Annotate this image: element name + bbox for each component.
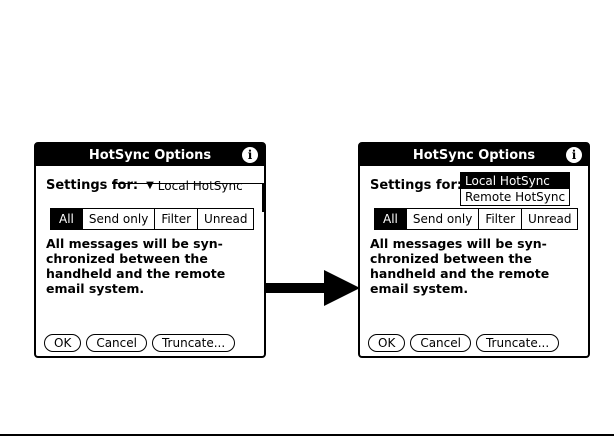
truncate-button[interactable]: Truncate... [151, 334, 236, 352]
dialog-title: HotSync Options [88, 147, 212, 163]
tab-send-only[interactable]: Send only [405, 209, 478, 229]
ok-button[interactable]: OK [368, 334, 406, 352]
tab-send-only[interactable]: Send only [81, 209, 154, 229]
tab-filter[interactable]: Filter [478, 209, 521, 229]
cancel-button[interactable]: Cancel [410, 334, 471, 352]
settings-for-row: Settings for: ▼ Local HotSync [46, 178, 243, 193]
settings-for-label: Settings for: [46, 178, 139, 193]
truncate-button[interactable]: Truncate... [475, 334, 560, 352]
cancel-button[interactable]: Cancel [86, 334, 147, 352]
button-row: OK Cancel Truncate... [368, 334, 560, 352]
dialog-title-bar: HotSync Options i [36, 144, 264, 166]
filter-tabs: All Send only Filter Unread [374, 208, 579, 230]
right-arrow-icon [264, 270, 360, 306]
callout-line-vertical [262, 184, 264, 212]
tab-all[interactable]: All [375, 209, 406, 229]
dialog-title: HotSync Options [412, 147, 536, 163]
tab-all[interactable]: All [51, 209, 82, 229]
callout-line [112, 183, 264, 184]
dialog-title-bar: HotSync Options i [360, 144, 588, 166]
info-icon[interactable]: i [242, 147, 258, 163]
message-text: All messages will be syn- chronized betw… [370, 236, 550, 296]
info-icon[interactable]: i [566, 147, 582, 163]
settings-for-label: Settings for: [370, 178, 463, 193]
message-text: All messages will be syn- chronized betw… [46, 236, 226, 296]
filter-tabs: All Send only Filter Unread [50, 208, 255, 230]
popup-option-local-hotsync[interactable]: Local HotSync [461, 173, 570, 189]
tab-unread[interactable]: Unread [197, 209, 253, 229]
tab-unread[interactable]: Unread [521, 209, 577, 229]
page-divider [0, 434, 614, 436]
hotsync-options-dialog-right: HotSync Options i Settings for: Local Ho… [358, 142, 590, 358]
button-row: OK Cancel Truncate... [44, 334, 236, 352]
settings-for-row: Settings for: [370, 178, 462, 193]
settings-for-value[interactable]: Local HotSync [157, 178, 243, 193]
ok-button[interactable]: OK [44, 334, 82, 352]
tab-filter[interactable]: Filter [154, 209, 197, 229]
popup-option-remote-hotsync[interactable]: Remote HotSync [465, 190, 566, 204]
hotsync-options-dialog-left: HotSync Options i Settings for: ▼ Local … [34, 142, 266, 358]
dropdown-arrow-icon[interactable]: ▼ [146, 180, 154, 191]
settings-popup-list: Local HotSync Remote HotSync [460, 172, 571, 206]
